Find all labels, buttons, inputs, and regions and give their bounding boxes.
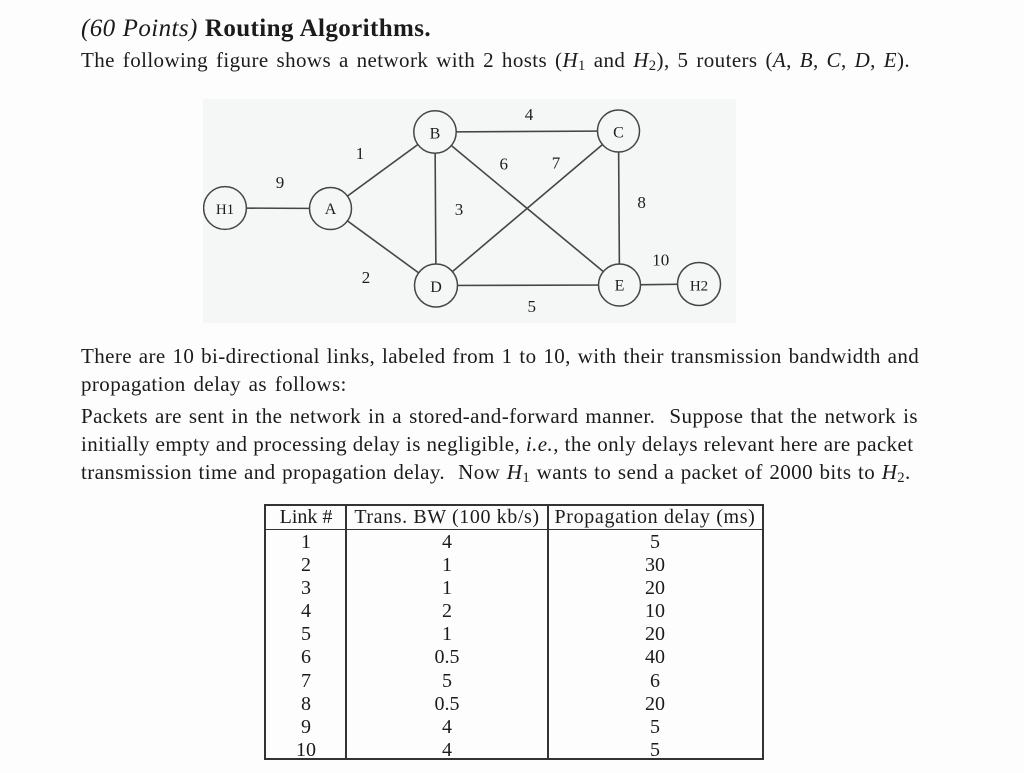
svg-text:A: A: [325, 201, 337, 218]
svg-text:B: B: [430, 126, 441, 143]
svg-text:4: 4: [525, 105, 534, 124]
svg-text:3: 3: [455, 200, 464, 219]
svg-text:8: 8: [637, 193, 646, 212]
svg-text:10: 10: [652, 250, 669, 269]
svg-text:E: E: [615, 278, 625, 295]
svg-text:2: 2: [362, 268, 371, 287]
svg-text:1: 1: [356, 144, 365, 163]
svg-text:C: C: [613, 125, 624, 142]
svg-text:H1: H1: [216, 202, 234, 218]
svg-text:H2: H2: [690, 279, 708, 295]
svg-text:5: 5: [527, 297, 536, 316]
svg-text:7: 7: [552, 154, 561, 173]
svg-text:9: 9: [276, 173, 285, 192]
svg-text:D: D: [430, 279, 442, 296]
svg-text:6: 6: [499, 154, 508, 173]
